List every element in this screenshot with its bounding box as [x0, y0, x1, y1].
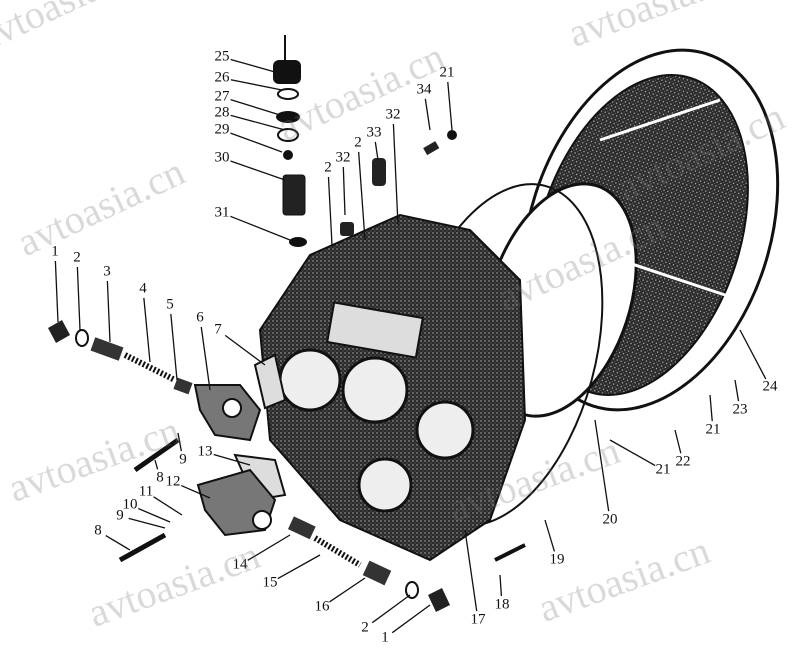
leader-line: [224, 334, 266, 366]
leader-line: [734, 379, 740, 402]
leader-line: [143, 297, 151, 363]
leader-line: [709, 394, 713, 422]
part-callout: 22: [675, 453, 691, 470]
leader-line: [230, 132, 283, 153]
leader-line: [153, 496, 183, 516]
part-callout: 21: [705, 421, 721, 438]
part-callout: 25: [214, 48, 230, 65]
part-callout: 13: [197, 443, 213, 460]
leader-line: [106, 280, 111, 343]
part-callout: 21: [439, 64, 455, 81]
part-callout: 29: [214, 121, 230, 138]
leader-line: [230, 99, 281, 116]
part-callout: 9: [179, 451, 187, 468]
part-callout: 14: [232, 556, 248, 573]
part-callout: 28: [214, 104, 230, 121]
part-callout: 10: [122, 496, 138, 513]
leader-line: [499, 574, 503, 597]
leader-line: [200, 326, 211, 391]
bell-housing: [482, 48, 780, 418]
part-callout: 24: [762, 378, 778, 395]
part-callout: 17: [470, 611, 486, 628]
part-callout: 15: [262, 574, 278, 591]
leader-line: [544, 519, 556, 552]
part-callout: 1: [51, 243, 59, 260]
leader-line: [739, 329, 767, 380]
leader-line: [674, 429, 682, 454]
part-callout: 23: [732, 401, 748, 418]
leader-line: [391, 604, 431, 634]
part-callout: 2: [73, 249, 81, 266]
part-callout: 7: [214, 321, 222, 338]
part-callout: 33: [366, 124, 382, 141]
part-callout: 18: [494, 596, 510, 613]
part-callout: 20: [602, 511, 618, 528]
leader-line: [357, 151, 366, 241]
leader-line: [464, 529, 478, 612]
part-callout: 32: [385, 106, 401, 123]
leader-line: [247, 534, 291, 561]
leader-line: [105, 535, 131, 551]
part-callout: 12: [165, 473, 181, 490]
part-callout: 2: [361, 619, 369, 636]
part-callout: 6: [196, 309, 204, 326]
part-callout: 3: [103, 263, 111, 280]
leader-line: [594, 419, 610, 512]
leader-line: [181, 484, 211, 499]
leader-line: [424, 98, 431, 131]
leader-line: [230, 160, 286, 181]
part-callout: 5: [166, 296, 174, 313]
leader-line: [277, 554, 321, 580]
part-callout: 19: [549, 551, 565, 568]
part-callout: 34: [416, 81, 432, 98]
leader-line: [230, 79, 283, 91]
leader-line: [76, 266, 81, 331]
leader-line: [154, 459, 159, 470]
part-callout: 31: [214, 204, 230, 221]
part-callout: 1: [381, 629, 389, 646]
leader-line: [447, 81, 453, 131]
gearbox-housing: [258, 213, 527, 562]
left-valve-assembly: [48, 320, 526, 612]
valve-stack: [273, 35, 457, 247]
leader-line: [230, 215, 296, 243]
part-callout: 32: [335, 149, 351, 166]
part-callout: 8: [156, 469, 164, 486]
leader-line: [138, 507, 171, 523]
leader-line: [609, 439, 656, 467]
leader-line: [327, 176, 333, 246]
leader-line: [128, 517, 166, 529]
part-callout: 27: [214, 88, 230, 105]
leader-line: [230, 58, 276, 73]
leader-line: [230, 114, 286, 131]
leader-line: [213, 453, 251, 466]
part-callout: 21: [655, 461, 671, 478]
leader-line: [374, 141, 379, 161]
leader-line: [329, 577, 366, 603]
part-callout: 2: [354, 134, 362, 151]
part-callout: 11: [138, 483, 154, 500]
leader-line: [177, 432, 183, 452]
leader-line: [54, 260, 59, 323]
part-callout: 16: [314, 598, 330, 615]
leader-line: [392, 123, 399, 226]
leader-line: [342, 166, 346, 216]
part-callout: 8: [94, 522, 102, 539]
part-callout: 30: [214, 149, 230, 166]
leader-line: [371, 594, 411, 624]
part-callout: 2: [324, 159, 332, 176]
leader-line: [170, 313, 178, 381]
part-callout: 9: [116, 507, 124, 524]
part-callout: 26: [214, 69, 230, 86]
part-callout: 4: [139, 280, 147, 297]
